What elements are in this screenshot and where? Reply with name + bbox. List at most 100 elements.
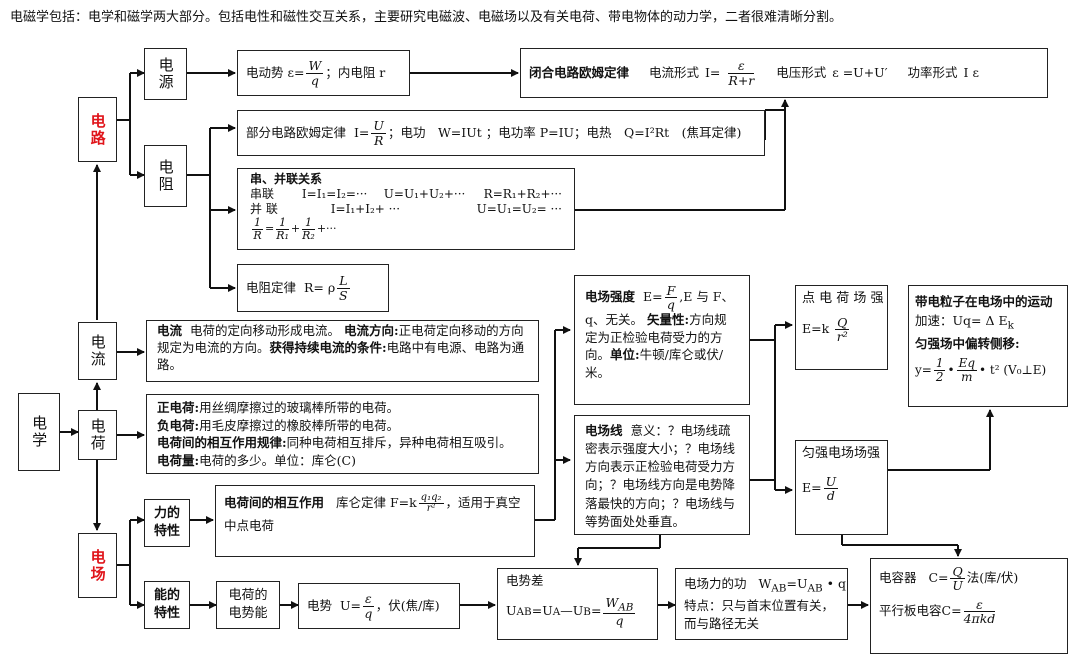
point-charge-lhs: E=k	[802, 320, 830, 336]
deflection-tail: • t² (V₀⊥E)	[979, 363, 1047, 378]
p-plus: +	[290, 222, 301, 236]
field-strength-rest: ,E 与 F、q、无关。	[585, 289, 734, 328]
potential-lhs: U=	[339, 597, 361, 613]
plate-capacitor-label: 平行板电容	[879, 603, 942, 619]
coulomb-title: 电荷间的相互作用	[224, 495, 325, 510]
series-row: 串联 I=I₁=I₂=··· U=U₁+U₂+··· R=R₁+R₂+···	[250, 187, 562, 202]
negative-charge-row: 负电荷:用毛皮摩擦过的橡胶棒所带的电荷。	[157, 417, 528, 435]
node-energy-property-label: 能的特性	[153, 588, 180, 621]
intro-text: 电磁学包括：电学和磁学两大部分。包括电性和磁性交互关系，主要研究电磁波、电磁场以…	[10, 10, 843, 25]
node-circuit: 电路	[78, 97, 117, 162]
field-lines-text: 意义：？电场线疏密表示强度大小；？电场线方向表示正检验电荷受力方向；？电场线方向…	[585, 423, 736, 529]
deflection-n1: 1	[933, 356, 946, 371]
point-charge-num: Q	[835, 314, 850, 330]
interaction-rule-text: 同种电荷相互排斥，异种电荷相互吸引。	[286, 435, 512, 450]
node-current: 电流	[78, 322, 117, 380]
p-r1-den: R₁	[276, 228, 289, 242]
interaction-rule-row: 电荷间的相互作用规律:同种电荷相互排斥，异种电荷相互吸引。	[157, 434, 528, 452]
pd-mid2: —U	[560, 603, 584, 619]
field-lines-box: 电场线 意义：？电场线疏密表示强度大小；？电场线方向表示正检验电荷受力方向；？电…	[574, 415, 750, 535]
partial-ohm-label: 部分电路欧姆定律	[246, 124, 347, 140]
node-charge: 电荷	[78, 410, 117, 460]
deflection-d2: m	[961, 369, 973, 384]
node-electricity-label: 电学	[30, 415, 49, 449]
work-feature: 特点：只与首末位置有关，而与路径无关	[684, 597, 835, 631]
field-strength-lhs: E=	[642, 289, 663, 305]
capacitor-unit: 法(库/伏)	[966, 570, 1019, 586]
field-strength-den: q	[666, 297, 675, 313]
capacitor-lhs: C=	[928, 570, 949, 586]
pd-sub3: B	[583, 605, 591, 618]
parallel-label: 并 联	[250, 202, 278, 216]
series-voltage: U=U₁+U₂+···	[383, 187, 466, 201]
partial-ohm-num: U	[371, 118, 386, 134]
p-r-num: 1	[252, 216, 263, 230]
negative-charge-text: 用毛皮摩擦过的橡胶棒所带的电荷。	[199, 417, 400, 433]
uniform-field-den: d	[826, 487, 835, 503]
field-lines-title: 电场线	[585, 423, 623, 438]
interaction-rule-title: 电荷间的相互作用规律:	[157, 435, 287, 450]
potential-label: 电势	[307, 597, 333, 613]
parallel-row: 并 联 I=I₁+I₂+ ··· U=U₁=U₂= ···	[250, 202, 562, 217]
work-row: 电场力的功 WAB=UAB • q	[684, 575, 846, 597]
pd-num-sub: AB	[618, 601, 634, 614]
current-form-num: ε	[728, 59, 755, 74]
emf-label: 电动势	[246, 64, 284, 80]
resistance-law-lhs: R= ρ	[303, 279, 336, 295]
p-r2-den: R₂	[302, 228, 315, 242]
potential-den: q	[364, 605, 373, 621]
node-force-property-label: 力的特性	[153, 506, 180, 539]
node-field-label: 电场	[88, 548, 107, 583]
point-charge-den: r²	[836, 328, 848, 344]
p-tail: +···	[316, 222, 337, 236]
uniform-field-num: U	[823, 473, 839, 489]
series-current: I=I₁=I₂=···	[301, 187, 368, 201]
node-potential-energy-label: 电荷的电势能	[228, 588, 268, 621]
internal-resistance: ；内电阻 r	[325, 64, 386, 80]
voltage-form-eq: ε =U+U′	[832, 64, 888, 80]
unit-title: 单位:	[610, 347, 640, 363]
deflection-lhs: y=	[915, 363, 932, 378]
work-label: 电场力的功	[684, 576, 747, 591]
emf-num: W	[306, 58, 324, 74]
current-condition-text: 电路中有电源、电路为通路。	[157, 339, 525, 372]
node-source-label: 电源	[156, 57, 175, 91]
resistance-law-label: 电阻定律	[246, 279, 297, 295]
current-definition: 电荷的定向移动形成电流。	[189, 323, 340, 338]
charge-quantity-row: 电荷量:电荷的多少。单位：库仑(C)	[157, 452, 528, 470]
current-box: 电流 电荷的定向移动形成电流。 电流方向:正电荷定向移动的方向规定为电流的方向。…	[146, 320, 539, 382]
current-title: 电流	[157, 323, 183, 338]
deflection-n2: Eq	[956, 356, 978, 371]
current-form-den: R+r	[728, 72, 755, 88]
capacitor-den: U	[952, 578, 963, 594]
emf-den: q	[310, 72, 319, 88]
work-tail: • q	[822, 576, 846, 591]
series-label: 串联	[250, 187, 275, 201]
pd-den: q	[615, 613, 624, 629]
deflection-title: 匀强场中偏转侧移:	[915, 336, 1020, 352]
node-circuit-label: 电路	[88, 112, 107, 147]
partial-ohm-rest: ；电功 W=IUt ；电功率 P=IU；电热 Q=I²Rt (焦耳定律)	[387, 124, 742, 140]
pd-mid: =U	[531, 603, 553, 619]
